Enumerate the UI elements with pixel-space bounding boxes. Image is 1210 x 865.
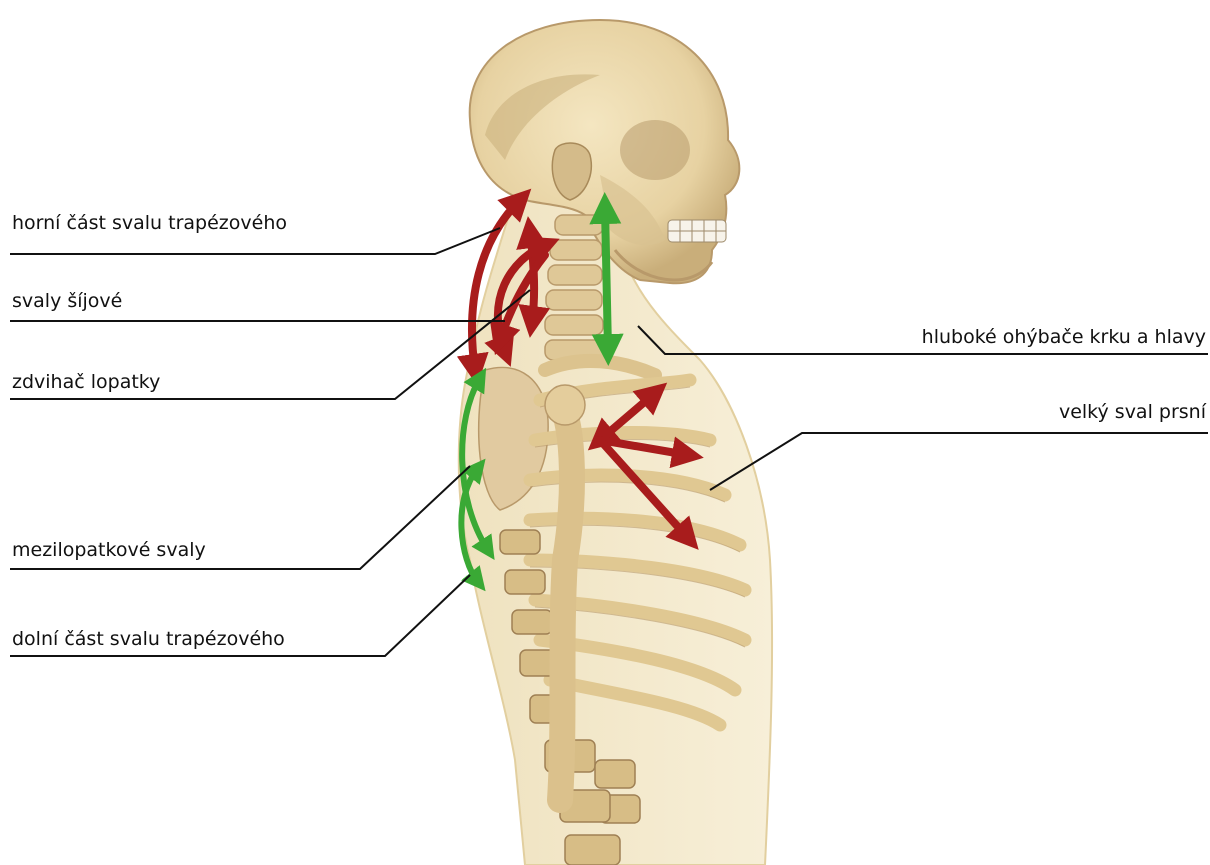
- label-upper-trapezius: horní část svalu trapézového: [12, 212, 287, 234]
- label-neck-muscles: svaly šíjové: [12, 290, 122, 312]
- humerus: [560, 400, 572, 800]
- label-interscapular: mezilopatkové svaly: [12, 539, 206, 561]
- deep-neck-flexors-arrow: [605, 208, 608, 350]
- label-levator-scapulae: zdvihač lopatky: [12, 371, 160, 393]
- leader-pectoralis: [710, 433, 1208, 490]
- shoulder-joint: [545, 385, 585, 425]
- label-lower-trapezius: dolní část svalu trapézového: [12, 628, 285, 650]
- label-pectoralis-major: velký sval prsní: [1059, 401, 1206, 423]
- label-deep-neck-flexors: hluboké ohýbače krku a hlavy: [922, 326, 1206, 348]
